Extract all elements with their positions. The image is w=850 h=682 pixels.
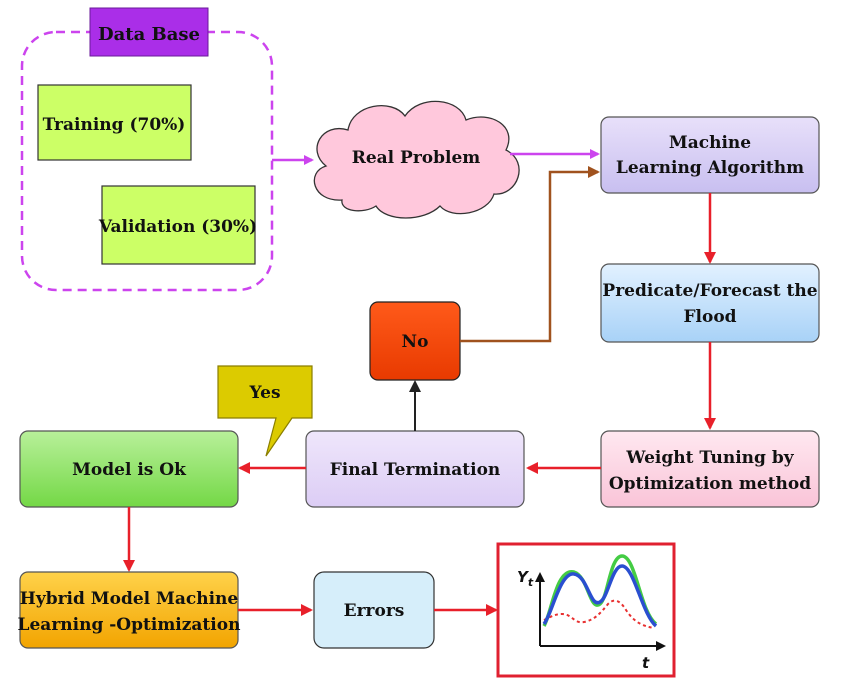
yes-label: Yes [248,383,280,403]
validation-box [101,185,256,265]
plot-observed-line [542,554,658,627]
time-series-plot: Yt t [496,542,676,678]
real-problem-label: Real Problem [352,148,481,168]
final-termination-node: Final Termination [305,430,525,508]
ml-algorithm-line2: Learning Algorithm [616,158,804,178]
predicate-node: Predicate/Forecast the Flood [600,263,820,343]
hybrid-line1: Hybrid Model Machine [20,589,239,609]
training-label: Training (70%) [43,115,186,135]
no-node: No [369,301,461,381]
errors-node: Errors [313,571,435,649]
hybrid-line2: Learning -Optimization [18,615,241,635]
model-ok-label: Model is Ok [72,460,187,480]
weight-tuning-line2: Optimization method [609,474,811,494]
plot-x-label: t [642,654,650,672]
predicate-line1: Predicate/Forecast the [602,281,817,301]
database-title: Data Base [98,24,200,45]
final-termination-label: Final Termination [330,460,501,480]
errors-label: Errors [344,601,405,621]
no-label: No [402,332,429,352]
predicate-line2: Flood [683,307,736,327]
real-problem-cloud: Real Problem [313,100,520,219]
database-title-box [89,7,209,57]
database-group: Data Base Training (70%) Validation (30%… [20,7,274,292]
validation-label: Validation (30%) [98,217,257,237]
yes-callout: Yes [217,365,313,457]
plot-predicted-line [542,564,658,628]
weight-tuning-line1: Weight Tuning by [625,448,794,468]
training-box [37,84,192,161]
ml-algorithm-node: Machine Learning Algorithm [600,116,820,194]
arrow-no-to-ml [460,166,600,343]
ml-algorithm-line1: Machine [669,133,751,153]
plot-y-label: Yt [517,568,534,589]
weight-tuning-node: Weight Tuning by Optimization method [600,430,820,508]
model-ok-node: Model is Ok [19,430,239,508]
hybrid-node: Hybrid Model Machine Learning -Optimizat… [18,571,241,649]
